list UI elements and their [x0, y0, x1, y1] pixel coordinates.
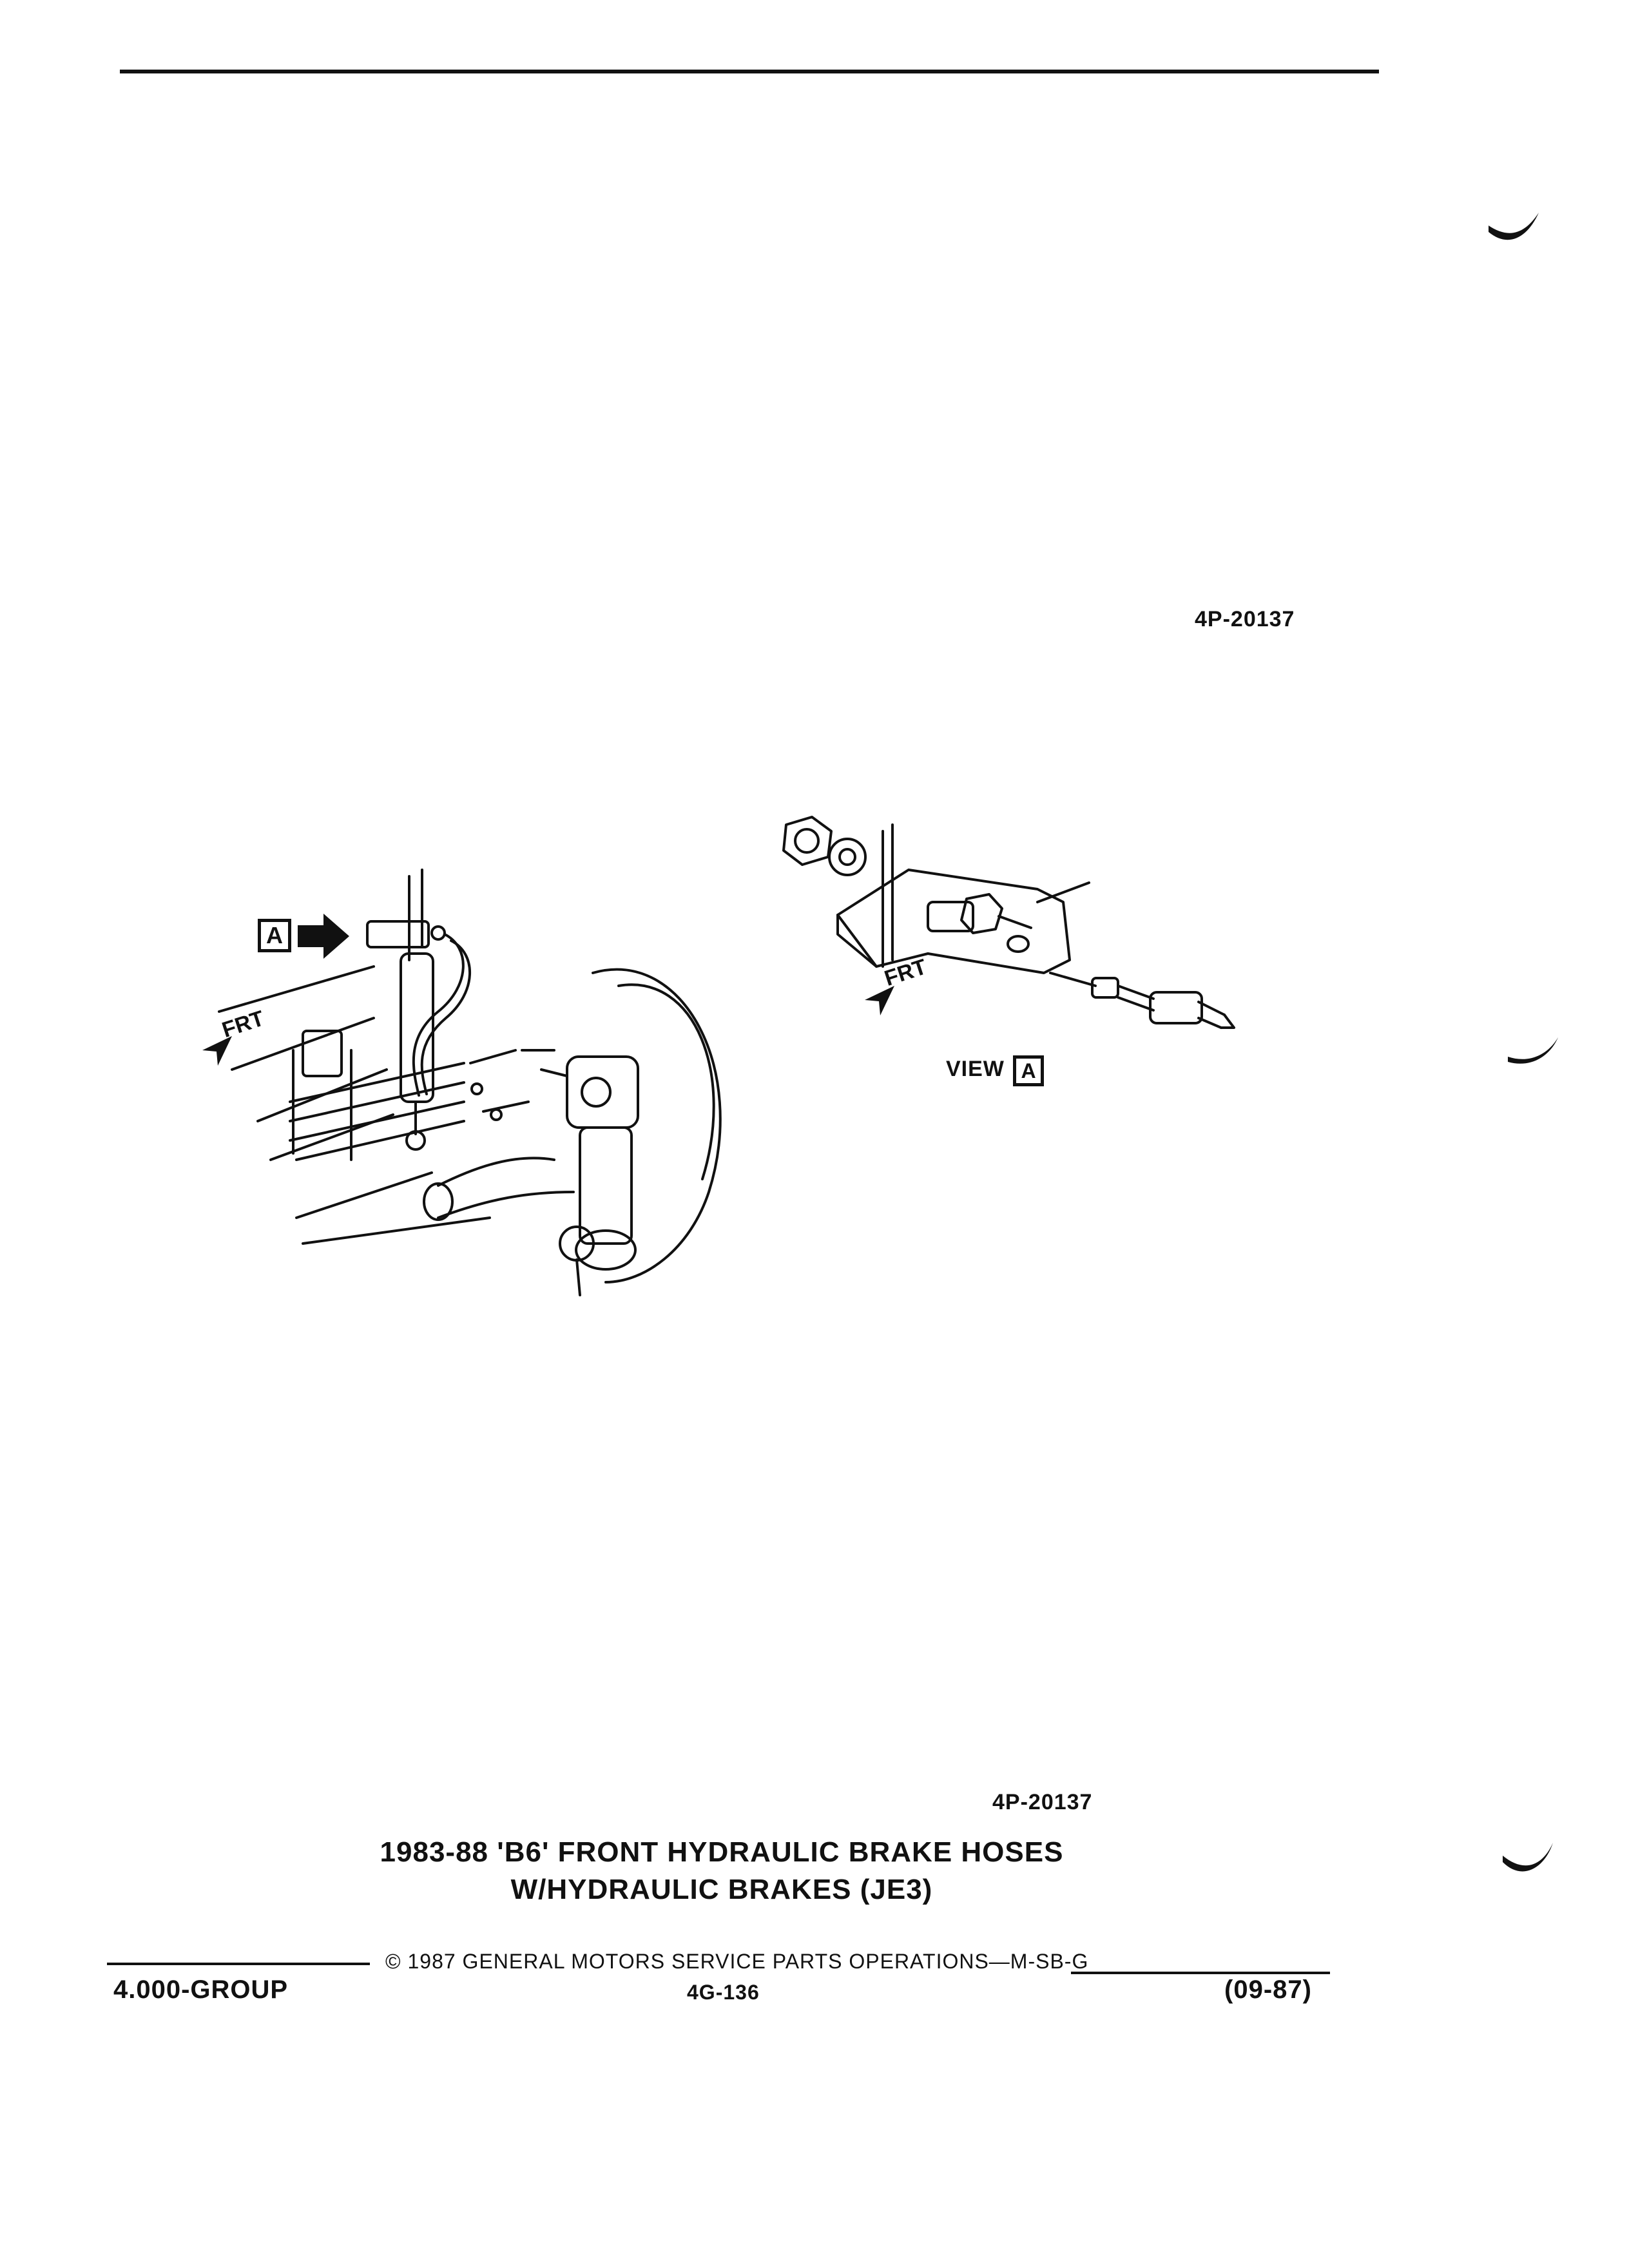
front-arrow-icon-left: [202, 1036, 232, 1066]
brake-hose-illustration-view-a: [782, 816, 1235, 1029]
scan-mark-icon: [1508, 1037, 1558, 1064]
footer-rule-left: [107, 1963, 370, 1965]
figure-caption: 1983-88 'B6' FRONT HYDRAULIC BRAKE HOSES…: [322, 1834, 1121, 1908]
header-rule: [120, 70, 1379, 73]
footer-date: (09-87): [1224, 1975, 1312, 2004]
scan-mark-icon: [1489, 213, 1539, 240]
footer-rule-right: [1071, 1972, 1330, 1974]
figure-ref-top: 4P-20137: [1195, 607, 1295, 631]
footer-group: 4.000-GROUP: [113, 1975, 289, 2004]
footer-page-number: 4G-136: [687, 1981, 760, 2004]
caption-line-2: W/HYDRAULIC BRAKES (JE3): [510, 1874, 933, 1905]
view-a-marker: A: [258, 919, 291, 952]
caption-line-1: 1983-88 'B6' FRONT HYDRAULIC BRAKE HOSES: [380, 1836, 1064, 1868]
figure-ref-bottom: 4P-20137: [992, 1790, 1093, 1814]
scan-mark-icon: [1503, 1843, 1553, 1872]
view-a-letter-box: A: [1013, 1055, 1044, 1086]
brake-hose-illustration-left: [218, 869, 722, 1296]
footer-copyright: © 1987 GENERAL MOTORS SERVICE PARTS OPER…: [385, 1950, 1089, 1973]
view-a-arrow-icon: [298, 914, 349, 959]
front-arrow-icon-right: [865, 986, 894, 1015]
view-a-word: VIEW: [946, 1057, 1005, 1081]
